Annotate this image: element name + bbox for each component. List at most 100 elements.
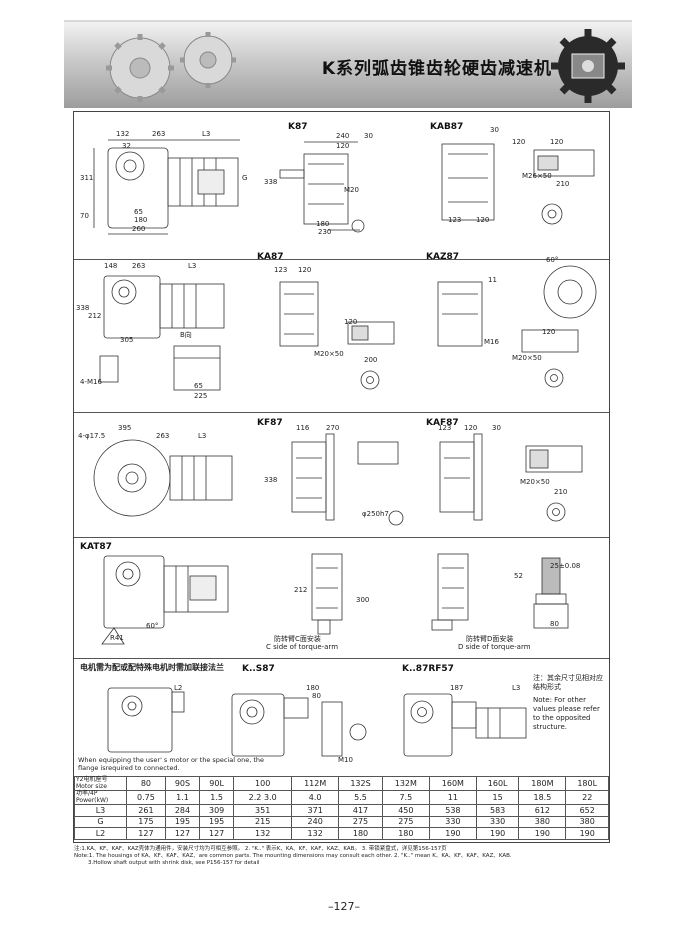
table-cell: 190 <box>565 827 609 840</box>
kat87-c-side-drawing <box>311 553 343 635</box>
table-cell: 371 <box>291 804 340 817</box>
dim: G <box>242 174 248 182</box>
dim: 395 <box>118 424 132 432</box>
dim: 4-φ17.5 <box>78 432 106 440</box>
dim: L2 <box>174 684 183 692</box>
k87-side-view-drawing <box>93 139 240 235</box>
dim: 210 <box>556 180 570 188</box>
section-divider <box>74 412 609 413</box>
special-note: 注：其余尺寸见相对应结构形式 Note: For other values pl… <box>533 674 603 732</box>
table-cell: 90S <box>164 776 201 791</box>
table-cell: 0.75 <box>126 790 166 805</box>
dim: 263 <box>156 432 170 440</box>
table-cell: 195 <box>164 815 201 828</box>
dim: 80 <box>550 620 559 628</box>
dim: 30 <box>490 126 499 134</box>
dim: 338 <box>264 178 278 186</box>
dim: 210 <box>554 488 568 496</box>
dim: 123 <box>274 266 288 274</box>
table-cell: 330 <box>428 815 477 828</box>
table-cell: 284 <box>164 804 201 817</box>
dim: 180 <box>316 220 330 228</box>
kab87-drawing <box>441 143 595 225</box>
table-cell: 132 <box>233 827 293 840</box>
equip-note-en: When equipping the user' s motor or the … <box>78 756 265 772</box>
table-cell: 127 <box>199 827 235 840</box>
dim: L3 <box>198 432 207 440</box>
table-cell: 11 <box>428 790 477 805</box>
table-cell: 100 <box>233 776 293 791</box>
table-cell: 612 <box>518 804 567 817</box>
ka87-front-view-drawing <box>279 281 395 390</box>
page-title: K系列弧齿锥齿轮硬齿减速机 <box>321 59 552 79</box>
caption-c-side-cn: 防转臂C面安装 <box>274 635 321 643</box>
table-cell: 309 <box>199 804 235 817</box>
dim: 30 <box>492 424 501 432</box>
table-row: G 175 195 195 215 240 275 275 330 330 38… <box>74 815 609 828</box>
table-cell: 450 <box>381 804 430 817</box>
dim: R41 <box>110 634 124 642</box>
dim: 180 <box>306 684 320 692</box>
table-cell: 180 <box>338 827 383 840</box>
dim: M20×50 <box>314 350 344 358</box>
label-k87rf57: K..87RF57 <box>402 664 454 674</box>
dim: 225 <box>194 392 208 400</box>
row-header-power-en: Power(kW) <box>76 796 109 804</box>
table-cell: 195 <box>199 815 235 828</box>
dim: 338 <box>76 304 90 312</box>
dim: M20×50 <box>520 478 550 486</box>
dim: 120 <box>344 318 358 326</box>
special-note-en: Note: For other values please refer to t… <box>533 696 600 731</box>
row-header-motor-cn: Y2电机座号 <box>76 776 108 783</box>
footnote-line-2: Note:1. The housings of KA、KF、KAF、KAZ、ar… <box>74 853 512 859</box>
table-row: L2 127 127 127 132 132 180 180 190 190 1… <box>74 827 609 840</box>
dim: 148 <box>104 262 118 270</box>
dim: 65 <box>134 208 143 216</box>
table-cell: 380 <box>518 815 567 828</box>
table-cell: 180L <box>565 776 609 791</box>
dim: 305 <box>120 336 134 344</box>
kat87-torque-arm-detail-drawing <box>533 557 569 629</box>
table-cell: 275 <box>381 815 430 828</box>
table-cell: 652 <box>565 804 609 817</box>
row-header-power: 功率/4P Power(kW) <box>74 790 127 805</box>
dim: 230 <box>318 228 332 236</box>
dim: 120 <box>542 328 556 336</box>
row-header-l2: L2 <box>74 827 127 840</box>
dim: 212 <box>88 312 102 320</box>
dim: 300 <box>356 596 370 604</box>
dim: M16 <box>484 338 499 346</box>
dim: φ250h7 <box>362 510 389 518</box>
table-cell: 351 <box>233 804 293 817</box>
caption-d-side-cn: 防转臂D面安装 <box>466 635 514 643</box>
dim: 70 <box>80 212 89 220</box>
k87-front-view-drawing <box>279 141 365 233</box>
dim: 120 <box>336 142 350 150</box>
ks87-drawing <box>231 693 367 757</box>
flange-note-cn: 电机需为配或配特殊电机时需加联接法兰 <box>80 663 224 672</box>
table-cell: 160L <box>475 776 520 791</box>
dim: 338 <box>264 476 278 484</box>
table-cell: 190 <box>518 827 567 840</box>
section-divider <box>74 259 609 260</box>
kaz87-drawing <box>437 265 597 388</box>
table-cell: 132S <box>338 776 383 791</box>
dim: 240 <box>336 132 350 140</box>
gear-logo-icon <box>551 29 625 103</box>
dim: 200 <box>364 356 378 364</box>
table-cell: 18.5 <box>518 790 567 805</box>
dim: 120 <box>512 138 526 146</box>
caption-d-side-en: D side of torque-arm <box>458 643 531 651</box>
dim: 187 <box>450 684 464 692</box>
dim: 311 <box>80 174 94 182</box>
row-header-l3: L3 <box>74 804 127 817</box>
dim: 123 <box>448 216 462 224</box>
kaf87-drawing <box>439 433 583 522</box>
table-cell: 261 <box>126 804 166 817</box>
dim: 212 <box>294 586 308 594</box>
table-row: Y2电机座号 Motor size 80 90S 90L 100 112M 13… <box>74 776 609 791</box>
table-cell: 7.5 <box>381 790 430 805</box>
table-cell: 215 <box>233 815 293 828</box>
table-cell: 90L <box>199 776 235 791</box>
page-number: –127– <box>328 900 360 913</box>
